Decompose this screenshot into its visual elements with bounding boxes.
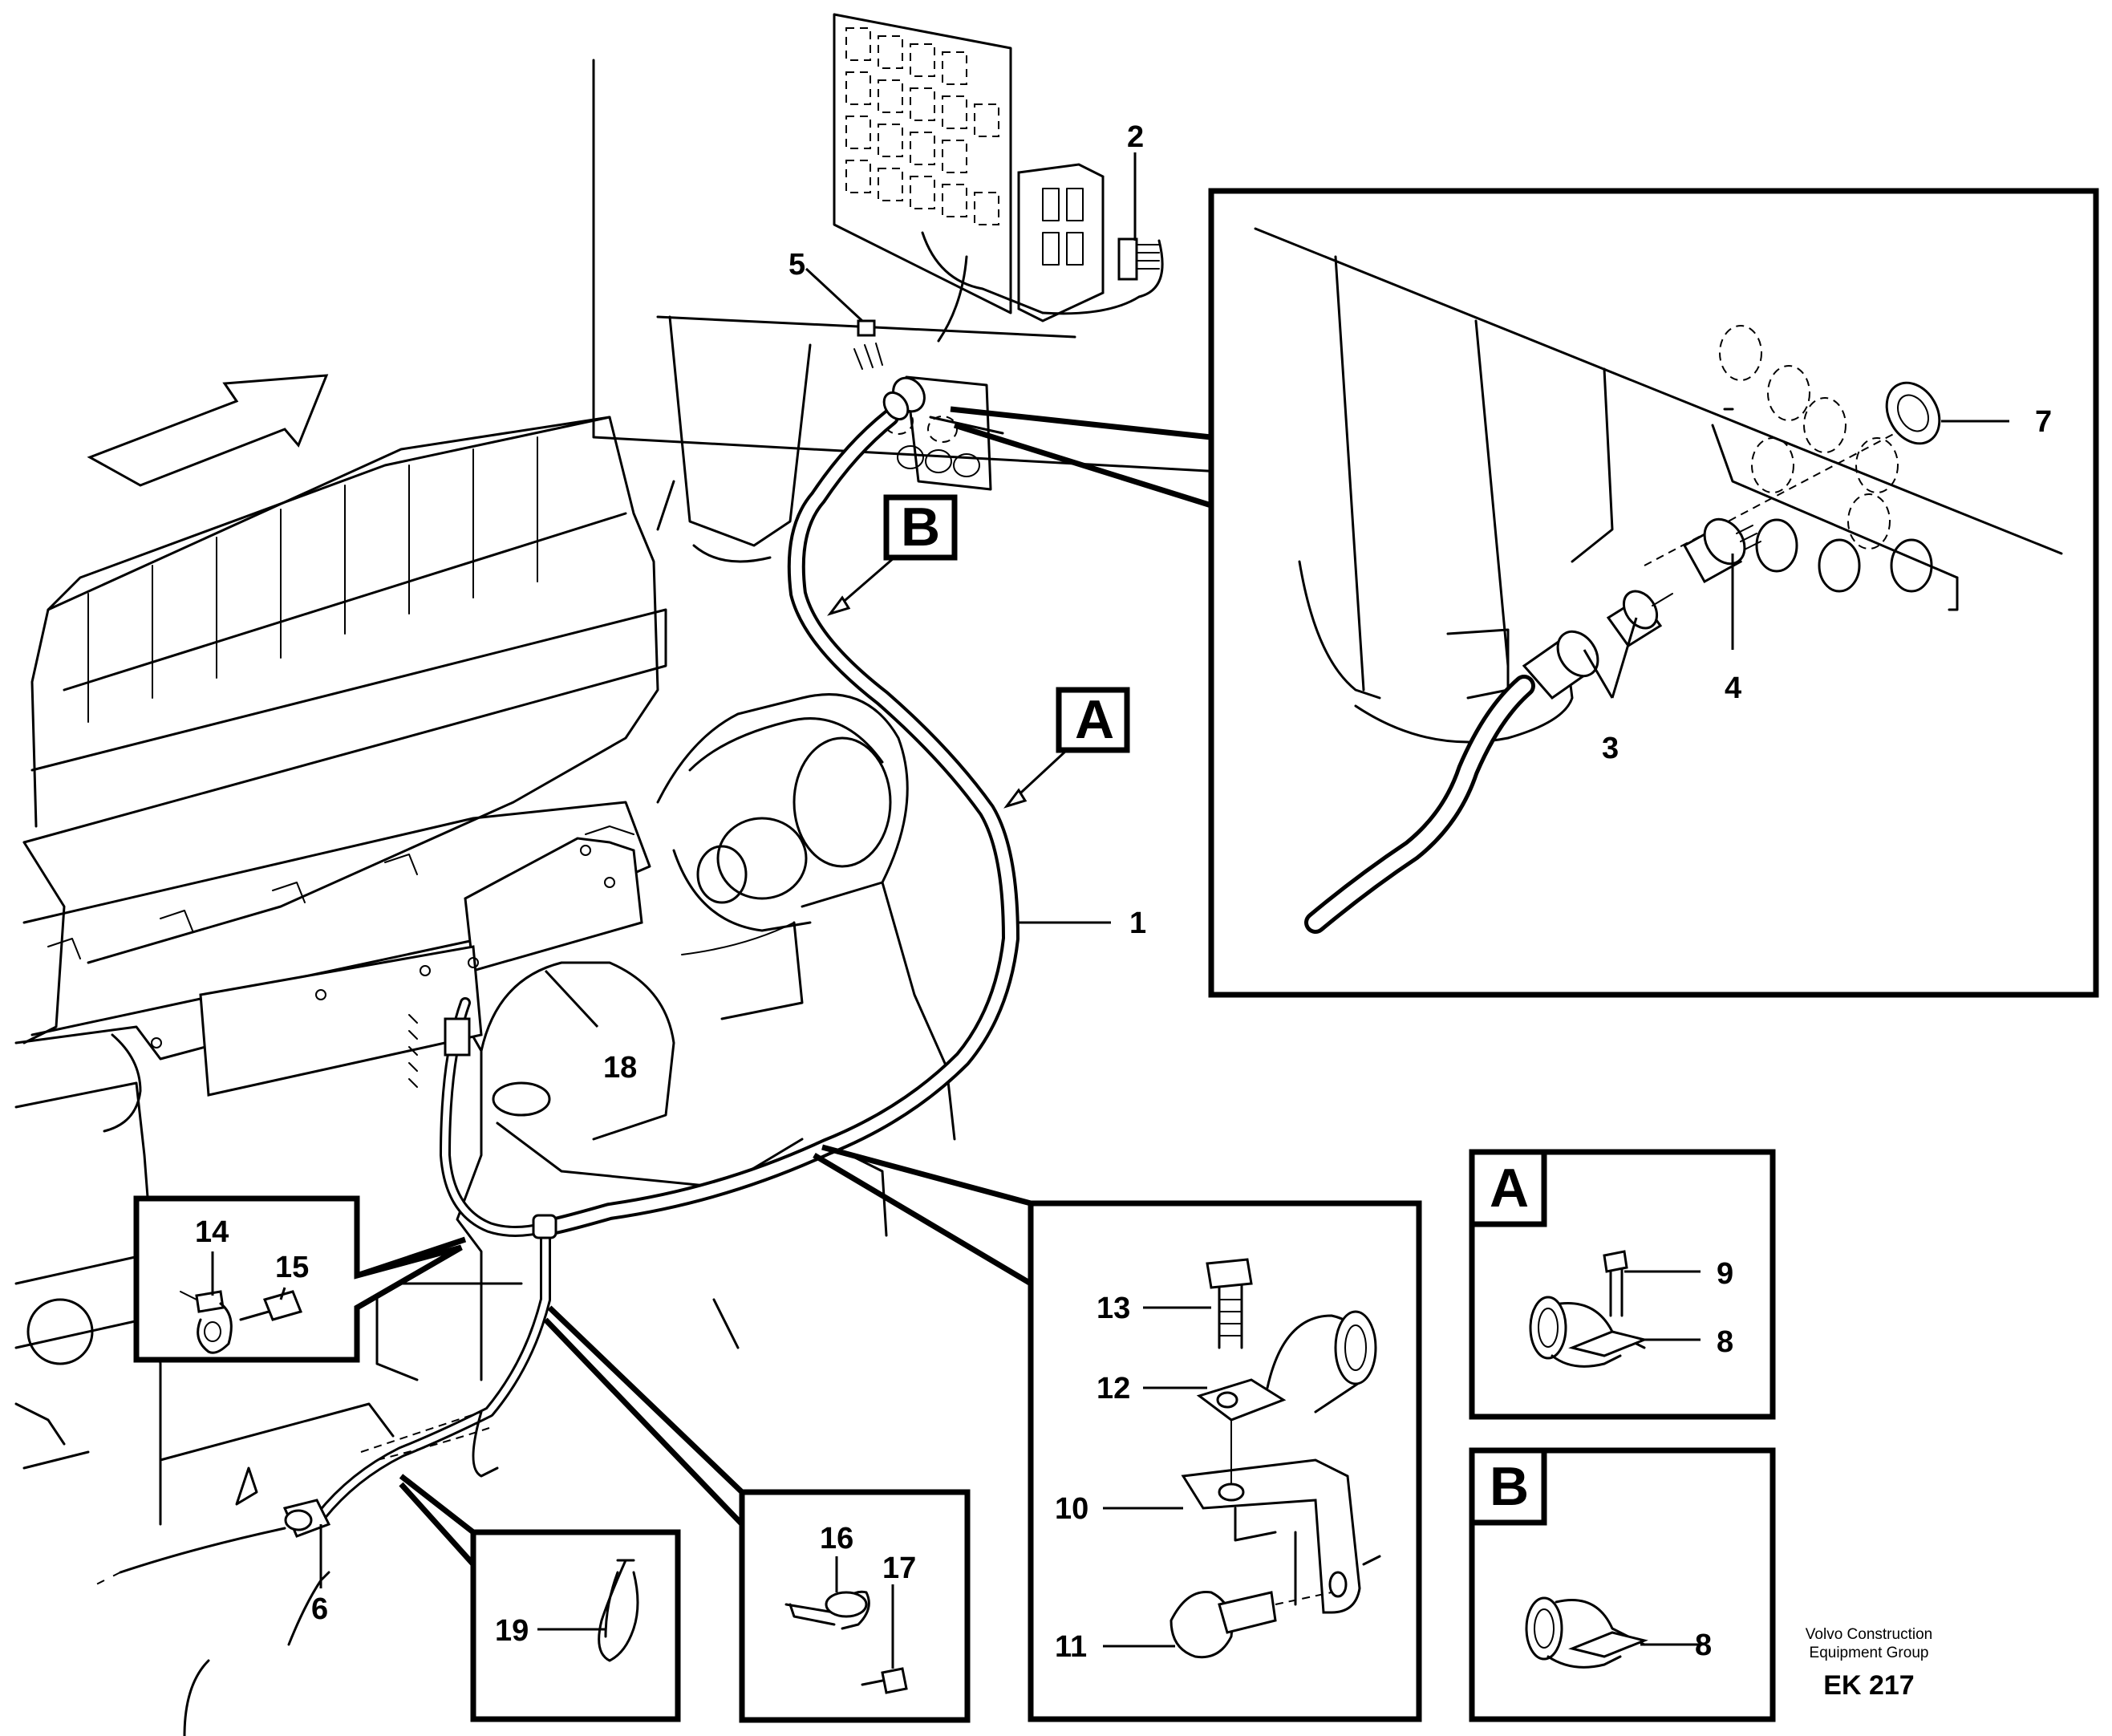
detail-tags: A B A B: [827, 494, 1529, 1517]
detail-inset-a: [1469, 1149, 1776, 1420]
label-part-18: 18: [603, 1051, 637, 1085]
label-part-7: 7: [2035, 405, 2052, 439]
tag-b-box: B: [1490, 1456, 1529, 1517]
label-part-3: 3: [1602, 732, 1619, 765]
tag-a-main: A: [1075, 689, 1114, 750]
label-part-13: 13: [1097, 1292, 1130, 1325]
detail-inset-b: [1469, 1447, 1776, 1722]
label-part-16: 16: [820, 1522, 853, 1556]
fuse-panel: [833, 13, 1164, 343]
cab-frame: [592, 59, 1253, 563]
detail-inset-tie: [470, 1529, 681, 1722]
label-part-4: 4: [1725, 671, 1741, 705]
starter-motor: [480, 693, 956, 1349]
label-part-5: 5: [788, 248, 805, 282]
ecu-part-18: [151, 825, 643, 1097]
tag-b-main: B: [901, 497, 940, 558]
grommet-holes: [853, 343, 980, 477]
label-part-11: 11: [1055, 1630, 1087, 1664]
drawing-footer: Volvo Construction Equipment Group EK 21…: [1806, 1626, 1932, 1701]
hose-part-1: [537, 376, 1020, 1236]
part-5-connector: [857, 319, 876, 337]
label-part-1: 1: [1129, 907, 1146, 940]
detail-inset-clip: [739, 1489, 971, 1723]
label-part-17: 17: [882, 1551, 916, 1585]
leader-lines: [211, 152, 2009, 1669]
engine-block: [14, 416, 667, 1736]
detail-inset-fittings: [1208, 188, 2099, 998]
label-part-19: 19: [495, 1614, 529, 1648]
wiring-harness: [95, 997, 557, 1585]
footer-company-line2: Equipment Group: [1810, 1645, 1929, 1661]
label-part-12: 12: [1097, 1372, 1130, 1405]
label-part-15: 15: [275, 1251, 309, 1284]
label-part-10: 10: [1055, 1492, 1088, 1526]
tag-a-box: A: [1490, 1158, 1529, 1219]
label-part-8-a: 8: [1717, 1325, 1733, 1359]
detail-inset-clamp: [133, 1195, 463, 1363]
detail-inset-bracket: [1028, 1200, 1422, 1722]
footer-drawing-code: EK 217: [1823, 1670, 1914, 1701]
label-part-9: 9: [1717, 1257, 1733, 1291]
label-part-14: 14: [195, 1215, 229, 1249]
label-part-2: 2: [1127, 120, 1144, 154]
direction-arrow: [87, 374, 329, 487]
footer-company-line1: Volvo Construction: [1806, 1626, 1932, 1643]
label-part-6: 6: [311, 1592, 328, 1626]
part-number-labels: 1 2 3 4 5 6 7 9 8 8 13 12 10 11 14 15 16…: [195, 120, 2052, 1664]
label-part-8-b: 8: [1695, 1629, 1712, 1662]
